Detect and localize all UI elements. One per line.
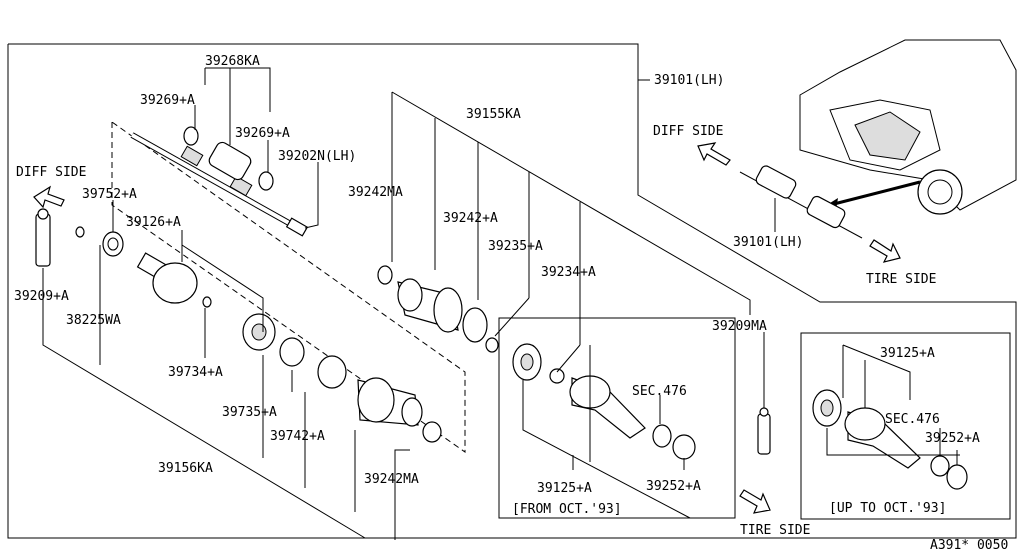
diagram-code: A391* 0050 bbox=[930, 538, 1008, 553]
sensor-ring-mid-part bbox=[652, 424, 672, 448]
up-to-oct93-box bbox=[800, 332, 1011, 520]
label-from-oct93: [FROM OCT.'93] bbox=[512, 502, 622, 517]
leader-lines bbox=[42, 67, 960, 540]
label-39752a: 39752+A bbox=[82, 187, 137, 202]
tire-side-arrow-icon bbox=[739, 489, 771, 514]
dashed-group-outline bbox=[111, 121, 466, 453]
label-39252a-mid: 39252+A bbox=[646, 479, 701, 494]
inner-boot-small-part bbox=[183, 126, 274, 191]
label-39242ma-bottom: 39242MA bbox=[364, 472, 419, 487]
seal-mid-part bbox=[672, 434, 696, 460]
outer-joint-part-right bbox=[812, 389, 921, 469]
part-labels: 39268KA 39269+A 39269+A 39202N(LH) DIFF … bbox=[14, 54, 1008, 553]
label-diff-side-right: DIFF SIDE bbox=[653, 124, 723, 139]
label-39242ma-top: 39242MA bbox=[348, 185, 403, 200]
label-39202n: 39202N(LH) bbox=[278, 149, 356, 164]
label-tire-side-bottom: TIRE SIDE bbox=[740, 523, 810, 538]
outer-boot-part bbox=[397, 278, 463, 333]
label-39101lh-inset: 39101(LH) bbox=[733, 235, 803, 250]
label-39742a: 39742+A bbox=[270, 429, 325, 444]
inset-shaft-part bbox=[739, 165, 863, 239]
label-39268ka: 39268KA bbox=[205, 54, 260, 69]
label-39156ka: 39156KA bbox=[158, 461, 213, 476]
label-38225wa: 38225WA bbox=[66, 313, 121, 328]
label-sec476-mid: SEC.476 bbox=[632, 384, 687, 399]
label-39235a: 39235+A bbox=[488, 239, 543, 254]
diff-side-arrow-icon bbox=[697, 142, 731, 166]
label-39234a: 39234+A bbox=[541, 265, 596, 280]
diff-side-arrow-icon bbox=[33, 185, 65, 209]
label-39101lh-main: 39101(LH) bbox=[654, 73, 724, 88]
label-diff-side-left: DIFF SIDE bbox=[16, 165, 86, 180]
label-39126a: 39126+A bbox=[126, 215, 181, 230]
band-39242a-part bbox=[462, 307, 488, 343]
plug-part bbox=[35, 208, 51, 267]
dust-shield-part bbox=[102, 231, 124, 257]
from-oct93-box bbox=[498, 317, 736, 519]
label-sec476-right: SEC.476 bbox=[885, 412, 940, 427]
label-39252a-right: 39252+A bbox=[925, 431, 980, 446]
label-39269a-top: 39269+A bbox=[140, 93, 195, 108]
circlip-part bbox=[75, 226, 85, 238]
label-39734a: 39734+A bbox=[168, 365, 223, 380]
tire-side-arrow-icon bbox=[869, 239, 901, 263]
drive-shaft-part bbox=[130, 132, 309, 237]
label-39155ka: 39155KA bbox=[466, 107, 521, 122]
label-39209ma: 39209MA bbox=[712, 319, 767, 334]
main-frame bbox=[7, 43, 1017, 539]
sensor-ring-right-part bbox=[930, 455, 950, 477]
label-39209a: 39209+A bbox=[14, 289, 69, 304]
label-39735a: 39735+A bbox=[222, 405, 277, 420]
vehicle-illustration bbox=[799, 39, 1017, 215]
spider-assembly-part bbox=[242, 313, 276, 351]
label-39269a-mid: 39269+A bbox=[235, 126, 290, 141]
joint-housing-part bbox=[136, 252, 198, 304]
label-39125a-right: 39125+A bbox=[880, 346, 935, 361]
plug-39209ma-part bbox=[757, 407, 771, 455]
label-39125a-mid: 39125+A bbox=[537, 481, 592, 496]
snap-ring-small-part bbox=[202, 296, 212, 308]
seal-right-part bbox=[946, 464, 968, 490]
inner-boot-part bbox=[357, 377, 423, 427]
boot-band-small-part bbox=[422, 421, 442, 443]
outer-joint-part-mid bbox=[512, 343, 646, 439]
label-39242a: 39242+A bbox=[443, 211, 498, 226]
band-39235a-part bbox=[485, 337, 499, 353]
boot-band-part bbox=[317, 355, 347, 389]
label-up-to-oct93: [UP TO OCT.'93] bbox=[829, 501, 946, 516]
band-39242ma-part bbox=[377, 265, 393, 285]
snap-ring-part bbox=[279, 337, 305, 367]
label-tire-side-top: TIRE SIDE bbox=[866, 272, 936, 287]
